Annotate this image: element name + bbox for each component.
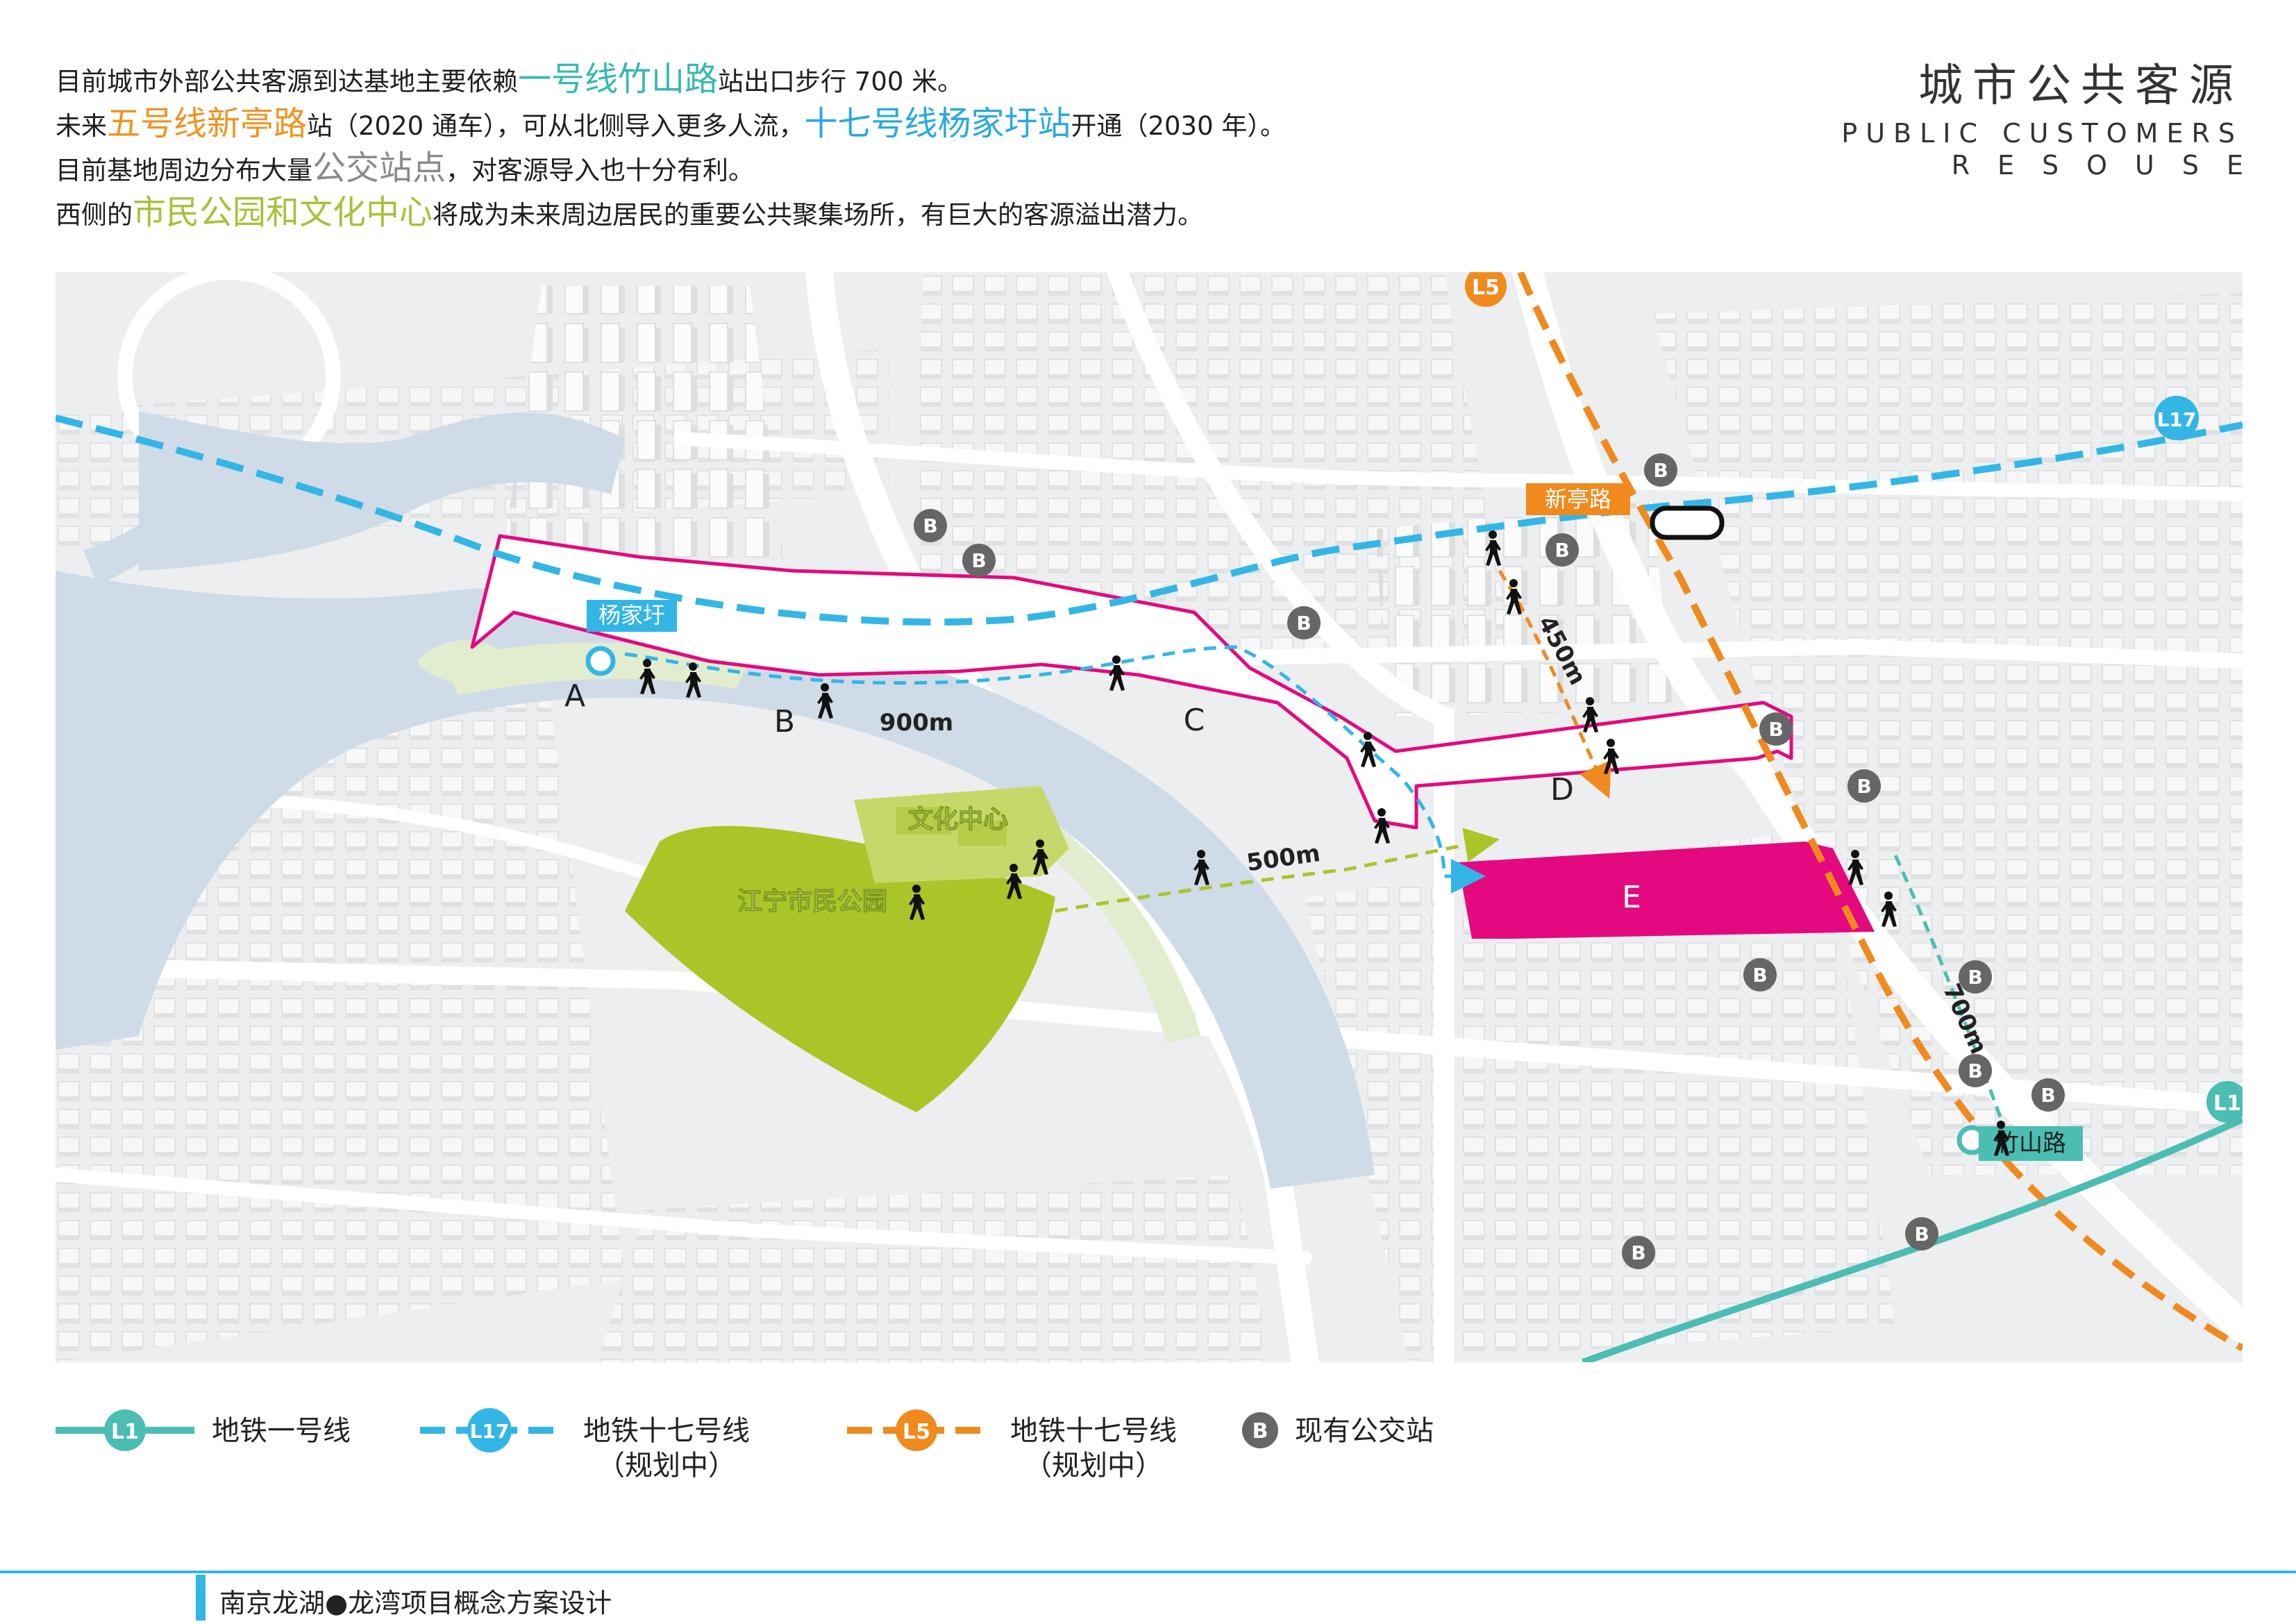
svg-text:新亭路: 新亭路 (1545, 486, 1611, 512)
bus-stop-badge: B (1905, 1217, 1938, 1250)
intro-line-3-pre: 目前基地周边分布大量 (56, 156, 312, 185)
intro-line-2: 未来五号线新亭路站（2020 通车），可从北侧导入更多人流，十七号线杨家圩站开通… (56, 103, 1286, 147)
highlight-line17-station: 十七号线杨家圩站 (804, 104, 1071, 143)
footer-accent-bar (196, 1575, 206, 1621)
zone-label-a: A (564, 678, 585, 714)
svg-text:B: B (1555, 539, 1569, 562)
station-label-yangjiawei: 杨家圩 (587, 600, 677, 632)
footer-divider (0, 1571, 2296, 1573)
intro-line-4: 西侧的市民公园和文化中心将成为未来周边居民的重要公共聚集场所，有巨大的客源溢出潜… (56, 192, 1286, 236)
svg-text:B: B (971, 549, 986, 572)
page-title-en-2: RESOUSE (1951, 150, 2271, 181)
intro-line-4-post: 将成为未来周边居民的重要公共聚集场所，有巨大的客源溢出潜力。 (433, 200, 1204, 230)
svg-text:B: B (2041, 1084, 2055, 1107)
site-map: 杨家圩 新亭路 竹山路 L5 L17 L1 B B B B B (56, 272, 2243, 1362)
bus-stop-badge: B (1759, 712, 1793, 746)
zone-label-e: E (1622, 880, 1641, 915)
legend-l5-text: 地铁十七号线 （规划中） (1003, 1414, 1184, 1483)
zone-label-c: C (1184, 703, 1205, 738)
intro-line-2-post: 开通（2030 年）。 (1071, 111, 1286, 141)
legend-l17-badge: L17 (470, 1420, 510, 1443)
page-title: 城市公共客源 (1918, 60, 2243, 112)
line-badge-l1: L1 (2206, 1081, 2243, 1123)
svg-text:L5: L5 (1472, 276, 1500, 300)
svg-text:L1: L1 (2213, 1091, 2241, 1116)
svg-text:B: B (1968, 1060, 1982, 1082)
legend-bus-label: 现有公交站 (1295, 1415, 1434, 1447)
intro-line-1-pre: 目前城市外部公共客源到达基地主要依赖 (56, 67, 518, 97)
distance-label-900: 900m (880, 709, 953, 737)
svg-text:B: B (1914, 1223, 1929, 1246)
bus-stop-badge: B (2031, 1078, 2065, 1112)
bus-stop-badge: B (1644, 453, 1677, 487)
intro-line-1: 目前城市外部公共客源到达基地主要依赖一号线竹山路站出口步行 700 米。 (56, 58, 1286, 103)
civic-park-label: 江宁市民公园 (737, 887, 887, 916)
station-label-zhushanlu: 竹山路 (1979, 1126, 2083, 1161)
bus-stop-badge: B (1959, 1054, 1992, 1087)
legend-l17-label: 地铁十七号线 (583, 1415, 750, 1447)
legend-item-l5: L5 地铁十七号线 （规划中） (847, 1403, 1208, 1482)
page-title-en-1: PUBLIC CUSTOMERS (1841, 118, 2243, 149)
legend-l1-badge: L1 (111, 1420, 139, 1444)
svg-text:B: B (1296, 612, 1311, 635)
legend-l5-sub: （规划中） (1024, 1450, 1163, 1482)
highlight-line1-station: 一号线竹山路 (518, 60, 719, 99)
yangjiawei-station-marker (585, 646, 616, 676)
map-legend: L1 地铁一号线 L17 地铁十七号线 （规划中） L5 地铁十七号线 （规划中… (56, 1403, 1583, 1486)
bus-stop-badge: B (1847, 769, 1881, 803)
bus-stop-badge: B (1287, 606, 1321, 639)
intro-line-2-pre: 未来 (56, 111, 107, 141)
svg-text:B: B (1631, 1241, 1645, 1264)
zone-label-b: B (774, 704, 795, 739)
legend-item-l1: L1 地铁一号线 (56, 1403, 351, 1479)
svg-text:L17: L17 (2157, 408, 2197, 431)
legend-l5-badge: L5 (903, 1420, 930, 1444)
legend-l17-sub: （规划中） (597, 1450, 736, 1482)
line-badge-l17: L17 (2154, 396, 2199, 440)
intro-line-3: 目前基地周边分布大量公交站点，对客源导入也十分有利。 (56, 147, 1286, 192)
bus-stop-badge: B (1622, 1236, 1655, 1269)
line-badge-l5: L5 (1465, 272, 1507, 307)
highlight-park-culture: 市民公园和文化中心 (133, 193, 433, 232)
xintinglu-station-marker (1650, 505, 1725, 540)
svg-text:B: B (1857, 775, 1871, 798)
legend-item-l17: L17 地铁十七号线 （规划中） (420, 1403, 781, 1482)
intro-text: 目前城市外部公共客源到达基地主要依赖一号线竹山路站出口步行 700 米。 未来五… (56, 58, 1286, 236)
legend-l5-label: 地铁十七号线 (1010, 1415, 1177, 1447)
legend-bus-badge: B (1252, 1419, 1268, 1443)
svg-text:B: B (1752, 964, 1767, 987)
highlight-bus-stops: 公交站点 (312, 149, 446, 187)
svg-text:B: B (1768, 718, 1783, 741)
page-title-block: 城市公共客源 PUBLIC CUSTOMERS RESOUSE (1841, 50, 2243, 181)
legend-l1-label: 地铁一号线 (212, 1415, 351, 1447)
bus-stop-badge: B (962, 544, 996, 577)
intro-line-3-post: ，对客源导入也十分有利。 (446, 156, 755, 185)
svg-text:B: B (1653, 459, 1668, 482)
highlight-line5-station: 五号线新亭路 (107, 104, 308, 143)
bus-stop-badge: B (914, 509, 947, 542)
footer-project-title: 南京龙湖●龙湾项目概念方案设计 (219, 1588, 612, 1618)
bus-stop-badge: B (1743, 958, 1777, 991)
bus-stop-badge: B (1545, 533, 1579, 567)
legend-item-bus: B 现有公交站 (1239, 1403, 1517, 1479)
intro-line-1-post: 站出口步行 700 米。 (718, 67, 964, 97)
legend-l17-text: 地铁十七号线 （规划中） (576, 1414, 757, 1483)
bus-stop-badge: B (1959, 960, 1992, 994)
culture-center-label: 文化中心 (908, 805, 1008, 834)
svg-text:杨家圩: 杨家圩 (598, 602, 665, 628)
zone-label-d: D (1550, 772, 1574, 807)
intro-line-4-pre: 西侧的 (56, 200, 133, 230)
svg-text:B: B (1968, 966, 1982, 989)
intro-line-2-mid: 站（2020 通车），可从北侧导入更多人流， (307, 111, 805, 141)
svg-text:B: B (923, 514, 937, 537)
station-label-xintinglu: 新亭路 (1526, 483, 1630, 515)
